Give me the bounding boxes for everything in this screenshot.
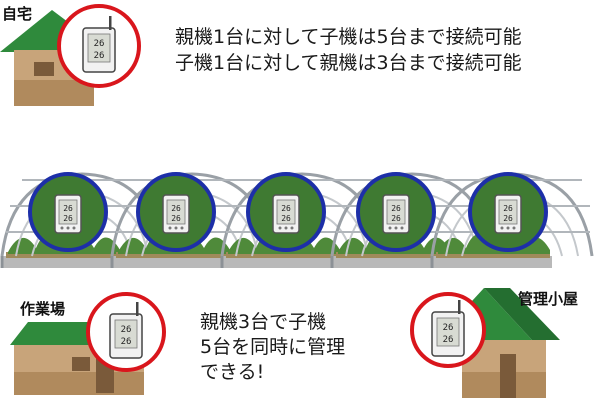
child-device-1 <box>28 172 108 252</box>
workshop-label: 作業場 <box>20 300 66 318</box>
summary-line-3: できる! <box>200 361 265 383</box>
home-label: 自宅 <box>2 5 33 23</box>
summary-line-2: 5台を同時に管理 <box>200 336 346 358</box>
child-device-4 <box>356 172 436 252</box>
child-device-5 <box>468 172 548 252</box>
workshop-parent-device <box>86 292 166 372</box>
child-device-2 <box>136 172 216 252</box>
headline-line-1: 親機1台に対して子機は5台まで接続可能 <box>175 26 522 48</box>
home-parent-device <box>57 4 141 88</box>
child-device-3 <box>246 172 326 252</box>
summary-line-1: 親機3台で子機 <box>200 311 327 333</box>
shed-parent-device <box>410 292 486 368</box>
shed-label: 管理小屋 <box>518 290 579 308</box>
headline-line-2: 子機1台に対して親機は3台まで接続可能 <box>175 52 522 74</box>
